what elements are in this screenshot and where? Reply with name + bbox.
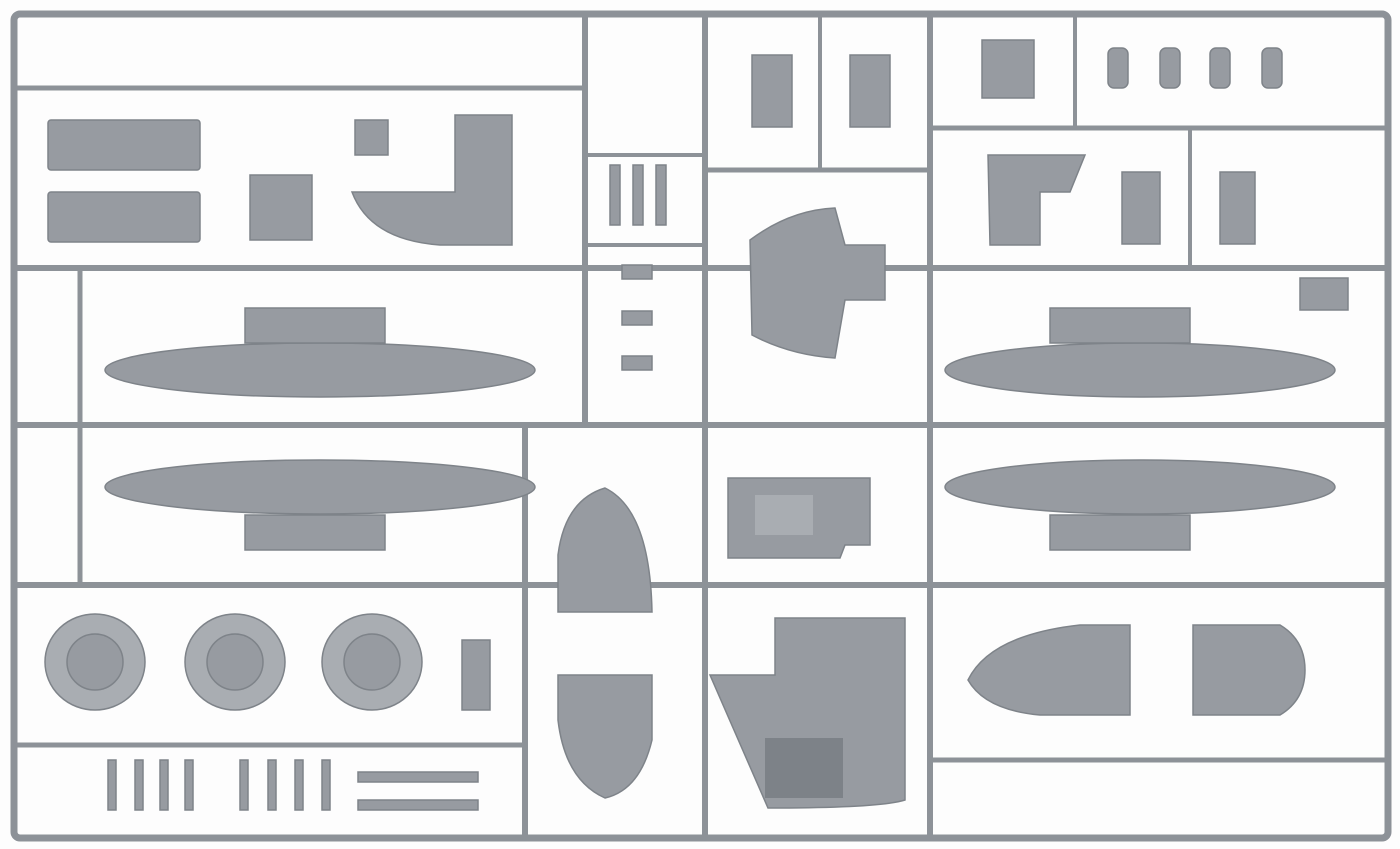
wall-part [751,54,793,128]
fuel-tank [104,342,536,398]
cockpit-part [749,207,886,359]
nacelle-part [1192,624,1306,716]
runner-frame [10,10,1392,842]
seat-part [1159,47,1181,89]
wall-part [849,54,891,128]
tank-pylon [1049,514,1191,551]
box-part [354,119,389,156]
nacelle-part [967,624,1131,716]
small-figure-parts [609,164,667,371]
fuel-tank [944,459,1336,515]
seat-part [1261,47,1283,89]
strip-part [357,799,479,811]
bulkhead-opening [765,738,843,798]
fuel-tank [944,342,1336,398]
tank-pylon [244,307,386,344]
bulkhead-part [708,617,906,809]
panel-part [1121,171,1161,245]
dome-part [184,613,286,711]
floor-part [350,114,513,246]
panel-part [47,191,201,243]
panel-part [47,119,201,171]
plate-part [1299,277,1349,311]
nosecone-part [557,487,653,613]
tank-pylon [1049,307,1191,344]
nosecone-part [557,674,653,799]
parts [44,39,1349,811]
seat-part [1209,47,1231,89]
strip-part [357,771,479,783]
tank-pylon [244,514,386,551]
dome-part [321,613,423,711]
fuel-tank [104,459,536,515]
gear-bay-opening [755,495,813,535]
panel-part [461,639,491,711]
dome-part [44,613,146,711]
seat-part [249,174,313,241]
plate-part [981,39,1035,99]
seat-part [1107,47,1129,89]
bracket-part [987,154,1087,246]
panel-part [1219,171,1256,245]
small-strut-parts [107,759,331,811]
